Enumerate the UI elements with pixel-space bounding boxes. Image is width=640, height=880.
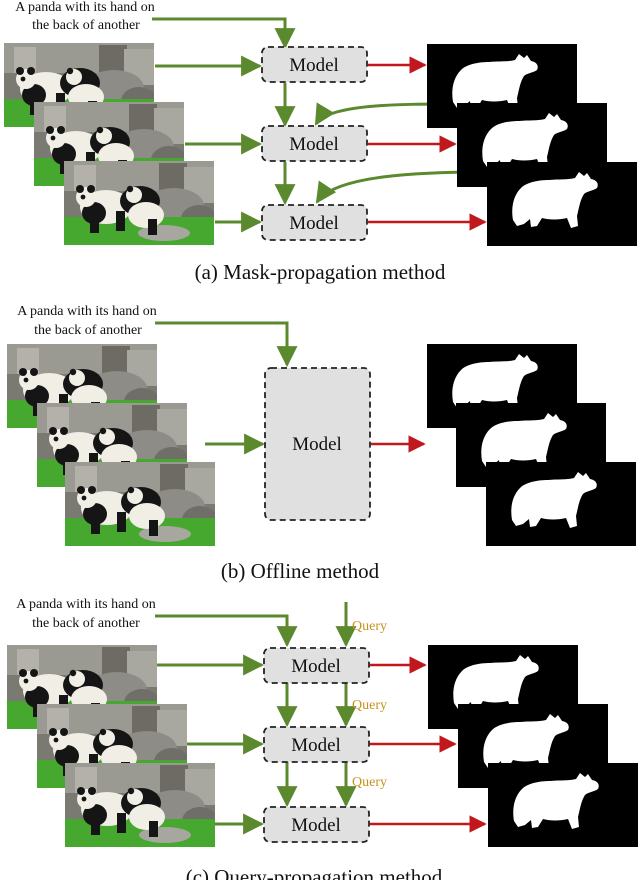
model-box-3 [261, 204, 368, 241]
video-frame-3 [65, 462, 215, 546]
prompt-arrow [155, 321, 298, 368]
model-label-1: Model [291, 656, 341, 677]
mask-output-3 [487, 162, 637, 246]
video-frame-3 [64, 161, 214, 245]
caption-b: (b) Offline method [221, 559, 380, 583]
caption-c: (c) Query-propagation method [186, 865, 443, 880]
model-box-offline [264, 367, 371, 521]
query-label-3: Query [352, 775, 387, 790]
model-label-2: Model [291, 735, 341, 756]
prompt-text-line2: the back of another [32, 18, 140, 33]
prompt-text-line2: the back of another [34, 323, 142, 338]
video-frame-3 [65, 763, 215, 847]
prompt-text-line1: A panda with its hand on [17, 304, 157, 319]
model-box-1 [263, 647, 370, 684]
model-label-3: Model [291, 815, 341, 836]
mask-output-3 [488, 763, 638, 847]
model-box-1 [261, 46, 368, 83]
prompt-text-line1: A panda with its hand on [16, 597, 156, 612]
panel-mask-propagation: A panda with its hand on the back of ano… [4, 0, 637, 284]
query-label-1: Query [352, 619, 387, 634]
prompt-arrow [155, 614, 298, 648]
model-box-3 [263, 806, 370, 843]
caption-a: (a) Mask-propagation method [195, 260, 446, 284]
prompt-arrow [152, 17, 296, 50]
model-box-2 [263, 726, 370, 763]
model-box-2 [261, 125, 368, 162]
model-label-offline: Model [292, 434, 342, 455]
prompt-text-line2: the back of another [32, 616, 140, 631]
mask-output-3 [486, 462, 636, 546]
panel-offline: A panda with its hand on the back of ano… [7, 304, 636, 583]
model-label-1: Model [289, 55, 339, 76]
panel-query-propagation: A panda with its hand on the back of ano… [7, 597, 638, 880]
query-label-2: Query [352, 698, 387, 713]
model-label-3: Model [289, 213, 339, 234]
model-label-2: Model [289, 134, 339, 155]
prompt-text-line1: A panda with its hand on [15, 0, 155, 15]
